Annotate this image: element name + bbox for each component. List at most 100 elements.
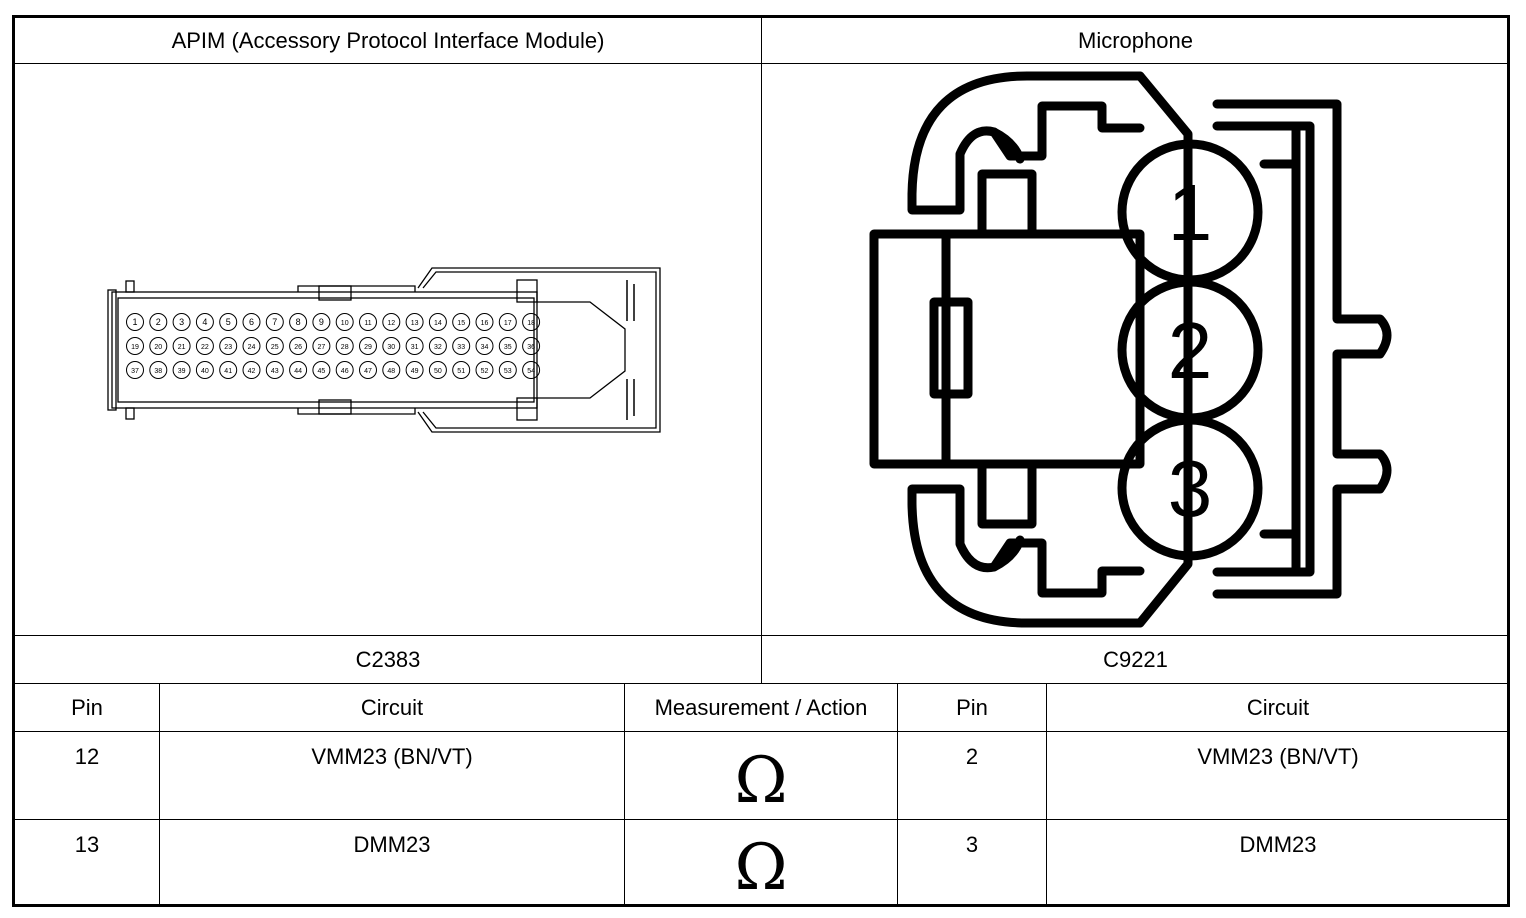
apim-pin-28 (335, 337, 354, 355)
apim-pin-4 (195, 313, 214, 331)
table-row-1-action: Ω (625, 742, 897, 819)
apim-pin-label-44: 44 (294, 368, 302, 375)
divider-col-2 (624, 684, 625, 905)
divider-top-center (761, 17, 762, 684)
apim-pin-44 (289, 361, 308, 379)
apim-pin-10 (335, 313, 354, 331)
apim-pin-23 (219, 337, 238, 355)
mic-pin-label-2: 2 (1168, 306, 1213, 395)
microphone-connector-drawing: 1 2 3 (869, 71, 1392, 628)
table-row-1-circuit-a: VMM23 (BN/VT) (311, 744, 473, 769)
apim-pin-label-7: 7 (272, 317, 277, 327)
apim-pin-30 (382, 337, 401, 355)
apim-pin-7 (265, 313, 284, 331)
apim-pin-label-28: 28 (341, 344, 349, 351)
apim-pin-label-43: 43 (271, 368, 279, 375)
apim-pin-label-2: 2 (156, 317, 161, 327)
apim-pin-label-39: 39 (178, 368, 186, 375)
apim-pin-label-23: 23 (224, 344, 232, 351)
apim-pin-34 (475, 337, 494, 355)
apim-pin-label-34: 34 (481, 344, 489, 351)
divider-col-1 (159, 684, 160, 905)
apim-pin-label-30: 30 (387, 344, 395, 351)
divider-connector-ids (14, 683, 1509, 684)
apim-pin-label-36: 36 (527, 344, 535, 351)
apim-pin-19 (126, 337, 144, 355)
apim-pin-label-41: 41 (224, 368, 232, 375)
apim-pin-label-42: 42 (248, 368, 256, 375)
apim-pin-label-54: 54 (527, 368, 535, 375)
divider-header (14, 63, 1509, 64)
apim-pin-label-24: 24 (248, 344, 256, 351)
apim-pin-5 (219, 313, 238, 331)
apim-pin-33 (452, 337, 471, 355)
apim-pin-label-29: 29 (364, 344, 372, 351)
apim-pin-31 (405, 337, 424, 355)
apim-pin-42 (242, 361, 261, 379)
apim-pin-label-37: 37 (131, 368, 139, 375)
apim-pin-label-8: 8 (296, 317, 301, 327)
apim-pin-label-18: 18 (527, 320, 535, 327)
apim-pin-36 (522, 337, 541, 355)
divider-image-bottom (14, 635, 1509, 636)
apim-pin-46 (335, 361, 354, 379)
apim-pin-label-38: 38 (154, 368, 162, 375)
apim-pin-27 (312, 337, 331, 355)
apim-pin-label-5: 5 (226, 317, 231, 327)
apim-pin-label-31: 31 (411, 344, 419, 351)
table-row-1-pin-a: 12 (74, 744, 100, 769)
mic-pin-label-3: 3 (1168, 444, 1213, 533)
apim-pin-43 (265, 361, 284, 379)
apim-pin-20 (149, 337, 168, 355)
apim-pin-24 (242, 337, 261, 355)
apim-pin-3 (172, 313, 191, 331)
apim-pin-48 (382, 361, 401, 379)
apim-pin-14 (428, 313, 447, 331)
apim-pin-label-15: 15 (457, 320, 465, 327)
apim-pin-1 (126, 313, 144, 331)
apim-pin-38 (149, 361, 168, 379)
connector-b-id: C9221 (1103, 646, 1168, 672)
apim-pin-label-12: 12 (387, 320, 395, 327)
table-row-2-pin-a: 13 (74, 832, 100, 857)
connector-b-title: Microphone (1078, 27, 1193, 53)
apim-pin-label-53: 53 (504, 368, 512, 375)
apim-pin-label-20: 20 (154, 344, 162, 351)
apim-pin-label-45: 45 (318, 368, 326, 375)
apim-pin-15 (452, 313, 471, 331)
apim-pin-37 (126, 361, 144, 379)
apim-pin-label-17: 17 (504, 320, 512, 327)
apim-pin-label-14: 14 (434, 320, 442, 327)
table-header-pin-a: Pin (71, 694, 103, 720)
ohmmeter-icon: Ω (734, 743, 788, 818)
apim-pin-label-19: 19 (131, 344, 139, 351)
apim-pin-50 (428, 361, 447, 379)
apim-pin-label-32: 32 (434, 344, 442, 351)
apim-pin-label-35: 35 (504, 344, 512, 351)
apim-pin-26 (289, 337, 308, 355)
table-row-1-circuit-b: VMM23 (BN/VT) (1197, 744, 1359, 769)
connector-a-id: C2383 (355, 646, 421, 672)
apim-pin-52 (475, 361, 494, 379)
apim-pin-label-33: 33 (457, 344, 465, 351)
apim-pin-40 (195, 361, 214, 379)
apim-pin-label-49: 49 (411, 368, 419, 375)
table-header-pin-b: Pin (956, 694, 988, 720)
apim-pin-label-9: 9 (319, 317, 324, 327)
mic-pin-label-1: 1 (1168, 168, 1213, 257)
table-row-2-pin-b: 3 (965, 832, 979, 857)
apim-pin-18 (522, 313, 541, 331)
apim-pin-label-48: 48 (387, 368, 395, 375)
divider-col-4 (1046, 684, 1047, 905)
diagram-frame (12, 15, 1510, 907)
table-row-2-circuit-a: DMM23 (353, 832, 431, 857)
apim-pin-6 (242, 313, 261, 331)
apim-pin-16 (475, 313, 494, 331)
apim-pin-label-40: 40 (201, 368, 209, 375)
table-header-circuit-a: Circuit (360, 694, 424, 720)
apim-pin-label-47: 47 (364, 368, 372, 375)
table-row-1-pin-b: 2 (965, 744, 979, 769)
apim-pin-41 (219, 361, 238, 379)
apim-pin-49 (405, 361, 424, 379)
